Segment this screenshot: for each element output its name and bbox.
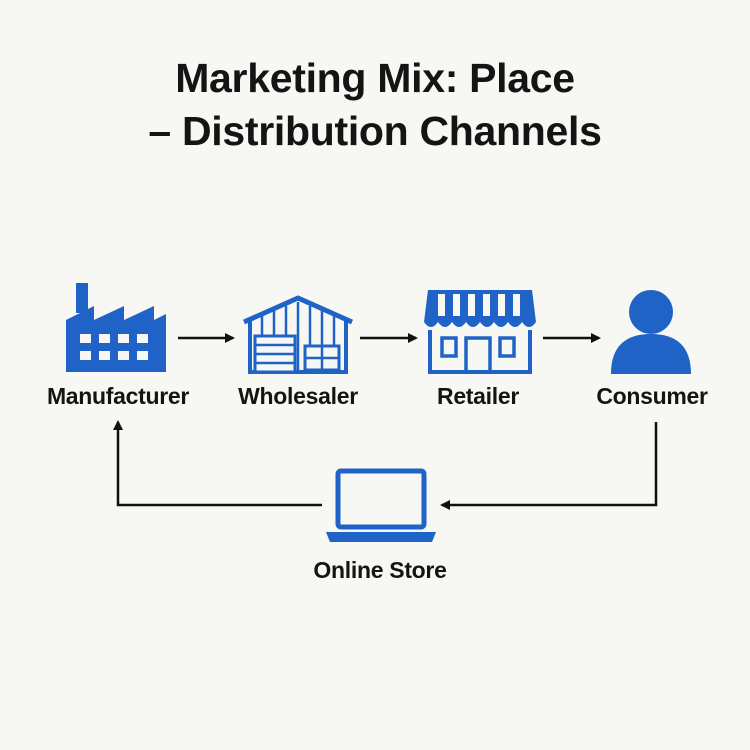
consumer-label: Consumer xyxy=(596,383,708,409)
edge-online-store-manufacturer xyxy=(113,420,322,507)
warehouse-icon xyxy=(242,295,354,374)
diagram-title: Marketing Mix: Place – Distribution Chan… xyxy=(0,52,750,158)
factory-icon xyxy=(66,283,166,372)
storefront-icon xyxy=(424,290,536,374)
manufacturer-label: Manufacturer xyxy=(46,383,190,409)
person-icon xyxy=(611,290,691,374)
edge-consumer-online-store xyxy=(440,422,658,510)
title-line-1: Marketing Mix: Place xyxy=(175,55,575,101)
retailer-label: Retailer xyxy=(437,383,519,409)
title-line-2: – Distribution Channels xyxy=(148,108,602,154)
online-store-label: Online Store xyxy=(313,557,447,583)
laptop-icon xyxy=(326,468,436,542)
wholesaler-label: Wholesaler xyxy=(238,383,358,409)
